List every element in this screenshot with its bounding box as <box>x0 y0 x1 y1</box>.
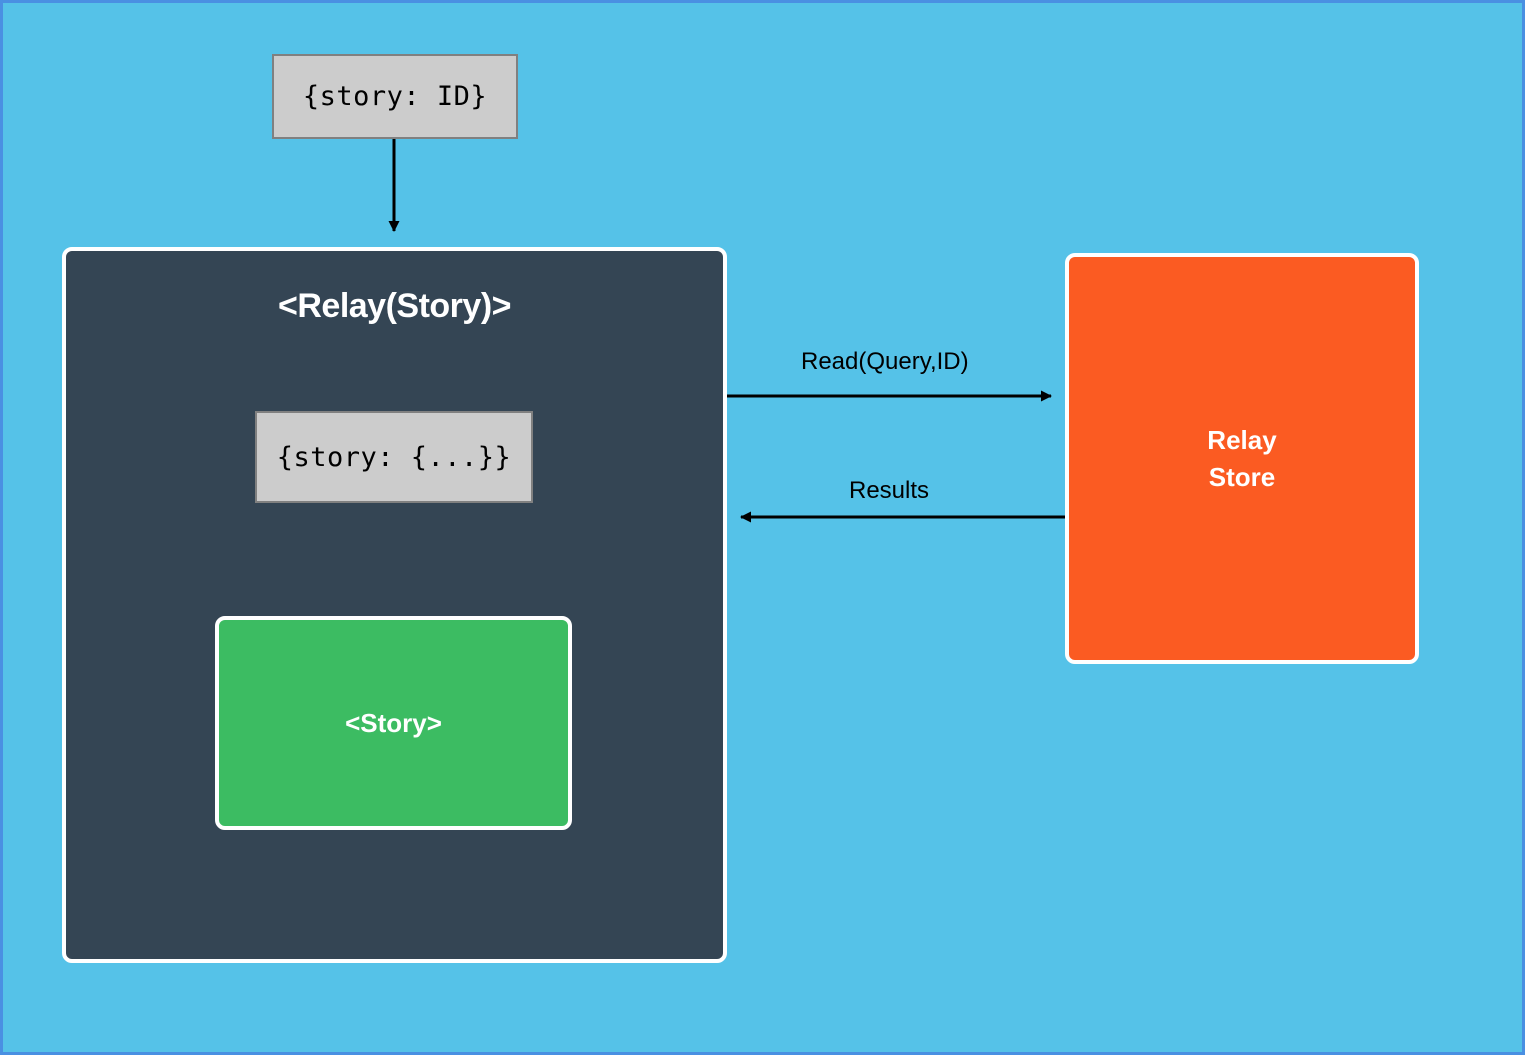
props-out-label: {story: {...}} <box>276 441 512 473</box>
relay-store-label-line1: Relay <box>1207 424 1277 455</box>
relay-container-panel: <Relay(Story)> <box>62 247 727 963</box>
edge-label-read-query-id: Read(Query,ID) <box>801 348 969 375</box>
edge-label-results: Results <box>849 477 930 504</box>
props-in-box: {story: ID} <box>272 54 518 139</box>
story-component-label: <Story> <box>345 707 442 738</box>
relay-store-label-line2: Store <box>1208 461 1276 492</box>
props-out-box: {story: {...}} <box>255 411 533 503</box>
relay-store-box: Relay Store <box>1065 253 1419 664</box>
story-component-box: <Story> <box>215 616 572 830</box>
relay-container-title: <Relay(Story)> <box>278 287 512 325</box>
props-in-label: {story: ID} <box>302 81 488 112</box>
